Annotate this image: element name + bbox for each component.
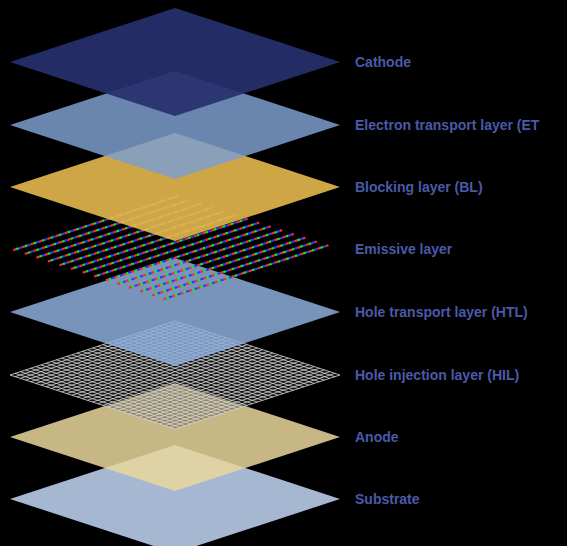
emitter-row [163, 245, 328, 299]
mesh-line [118, 356, 283, 410]
emitter-row [140, 238, 305, 292]
layer-label: Hole transport layer (HTL) [355, 303, 528, 321]
layer-label: Substrate [355, 490, 420, 508]
emitter-row [152, 241, 317, 295]
mesh-line [113, 355, 278, 409]
emitter-row [117, 230, 282, 284]
layer-sheet [10, 8, 340, 116]
layer-label: Blocking layer (BL) [355, 178, 483, 196]
layer-sheet [10, 8, 340, 116]
mesh-line [154, 368, 319, 422]
mesh-line [139, 363, 304, 417]
layer-sheet [10, 258, 340, 366]
emitter-row [129, 234, 294, 288]
layer-label: Cathode [355, 53, 411, 71]
emitter-row [129, 234, 294, 288]
emitter-row [129, 234, 294, 288]
mesh-line [108, 353, 273, 407]
mesh-line [123, 358, 288, 412]
emitter-row [152, 241, 317, 295]
layer-label: Anode [355, 428, 399, 446]
layer-label: Emissive layer [355, 240, 452, 258]
mesh-line [129, 360, 294, 414]
emitter-row [140, 238, 305, 292]
mesh-line [165, 372, 330, 426]
layer-label: Hole injection layer (HIL) [355, 366, 519, 384]
emitter-row [152, 241, 317, 295]
emitter-row [140, 238, 305, 292]
mesh-line [175, 375, 340, 429]
emitter-row [163, 245, 328, 299]
mesh-line [149, 367, 314, 421]
emitter-row [117, 230, 282, 284]
mesh-line [134, 362, 299, 416]
layer-sheet [10, 258, 340, 366]
emitter-row [163, 245, 328, 299]
layer-label: Electron transport layer (ET [355, 116, 539, 134]
emitter-row [117, 230, 282, 284]
mesh-line [160, 370, 325, 424]
mesh-line [144, 365, 309, 419]
mesh-line [170, 373, 335, 427]
